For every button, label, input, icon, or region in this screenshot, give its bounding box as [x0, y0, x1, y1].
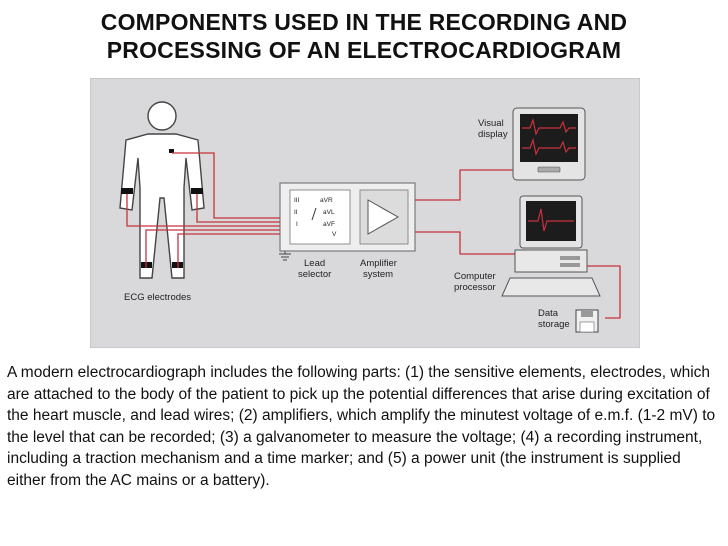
- electrode-right-arm: [121, 188, 133, 194]
- lead-switch-avl: aVL: [323, 209, 335, 216]
- lead-switch-avr: aVR: [320, 197, 333, 204]
- lead-switch-iii: III: [294, 197, 300, 204]
- lead-wires: [126, 152, 280, 268]
- selector-knob-icon: [311, 207, 317, 221]
- display-ecg-trace-1: [522, 117, 576, 136]
- keyboard-icon: [501, 277, 601, 297]
- electrode-chest: [169, 149, 174, 153]
- computer-ecg-trace: [528, 208, 574, 232]
- lead-selector-label: Lead selector: [298, 258, 331, 280]
- ecg-components-diagram: III II I aVR aVL aVF V Lead selector Amp…: [90, 78, 640, 348]
- patient-body: [119, 133, 205, 279]
- patient-head: [147, 101, 177, 131]
- lead-switch-ii: II: [294, 209, 298, 216]
- title-line-2: PROCESSING OF AN ELECTROCARDIOGRAM: [106, 37, 622, 63]
- electrode-left-arm: [191, 188, 203, 194]
- computer-processor-label: Computer processor: [454, 271, 498, 293]
- lead-switch-i: I: [296, 221, 298, 228]
- ecg-electrodes-label: ECG electrodes: [124, 292, 191, 303]
- storage-wire: [587, 265, 621, 319]
- lead-switch-v: V: [332, 231, 337, 238]
- data-storage-label: Data storage: [538, 308, 570, 330]
- amplifier-triangle-icon: [367, 199, 400, 235]
- lead-switch-avf: aVF: [323, 221, 335, 228]
- display-ecg-trace-2: [522, 137, 576, 156]
- visual-display-monitor: [512, 107, 586, 181]
- page-title: COMPONENTS USED IN THE RECORDING AND PRO…: [0, 8, 728, 64]
- floppy-disk-icon: [575, 309, 599, 333]
- caption-text: A modern electrocardiograph includes the…: [7, 364, 716, 489]
- computer-processor: [501, 195, 601, 297]
- signal-wires: [415, 169, 515, 255]
- visual-display-label: Visual display: [478, 118, 508, 140]
- lead-selector-panel: [289, 189, 351, 245]
- patient-figure: [119, 101, 205, 279]
- amplifier-system-label: Amplifier system: [360, 258, 400, 280]
- title-line-1: COMPONENTS USED IN THE RECORDING AND: [100, 9, 628, 35]
- diagram-svg: III II I aVR aVL aVF V Lead selector Amp…: [90, 78, 640, 348]
